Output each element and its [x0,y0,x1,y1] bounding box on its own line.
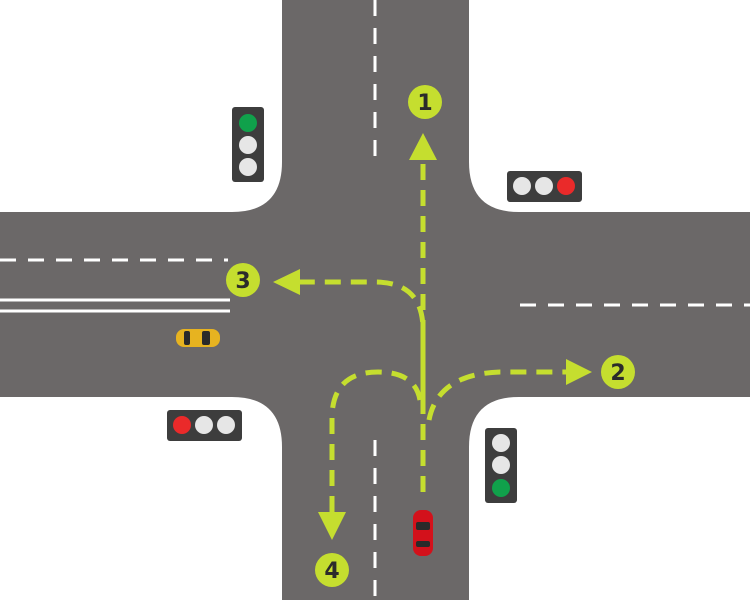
route-badge-1: 1 [408,85,442,119]
signal-lamp-off [492,456,510,474]
signal-lamp-off [535,177,553,195]
route-arrowhead-1 [409,133,437,160]
route-label-4: 4 [324,559,339,584]
signal-lamp-off [239,158,257,176]
yellow-car [176,329,220,347]
corner-sw [232,397,282,447]
traffic-light-north-west [232,107,264,182]
signal-lamp-off [513,177,531,195]
signal-lamp-green [239,114,257,132]
route-label-3: 3 [235,269,250,294]
route-label-2: 2 [610,361,625,386]
route-path-3 [300,279,426,400]
corner-se [469,397,519,447]
signal-lamp-off [195,416,213,434]
route-path-4 [329,369,423,512]
route-label-1: 1 [417,91,432,116]
car-windshield [202,331,210,345]
car-body [413,510,433,556]
route-arrowhead-3 [273,269,300,295]
route-arrowhead-2 [566,359,592,385]
route-badge-4: 4 [315,553,349,587]
car-windshield [416,522,430,530]
traffic-light-north-east [507,171,582,202]
route-paths [273,133,592,540]
route-arrowhead-4 [318,512,346,540]
route-badge-2: 2 [601,355,635,389]
car-rear-window [184,331,190,345]
signal-lamp-red [173,416,191,434]
corner-ne [469,162,519,212]
signal-lamp-off [239,136,257,154]
route-badge-circle [408,85,442,119]
corner-nw [232,162,282,212]
signal-lamp-off [492,434,510,452]
signal-lamp-red [557,177,575,195]
route-badge-3: 3 [226,263,260,297]
signal-lamp-green [492,479,510,497]
signal-lamp-off [217,416,235,434]
car-body [176,329,220,347]
route-path-2 [426,369,568,421]
route-badge-circle [601,355,635,389]
red-car [413,510,433,556]
route-badges: 1 2 3 4 [226,85,635,587]
traffic-light-south-west [167,410,242,441]
route-badge-circle [315,553,349,587]
car-rear-window [416,541,430,547]
traffic-light-south-east [485,428,517,503]
route-badge-circle [226,263,260,297]
